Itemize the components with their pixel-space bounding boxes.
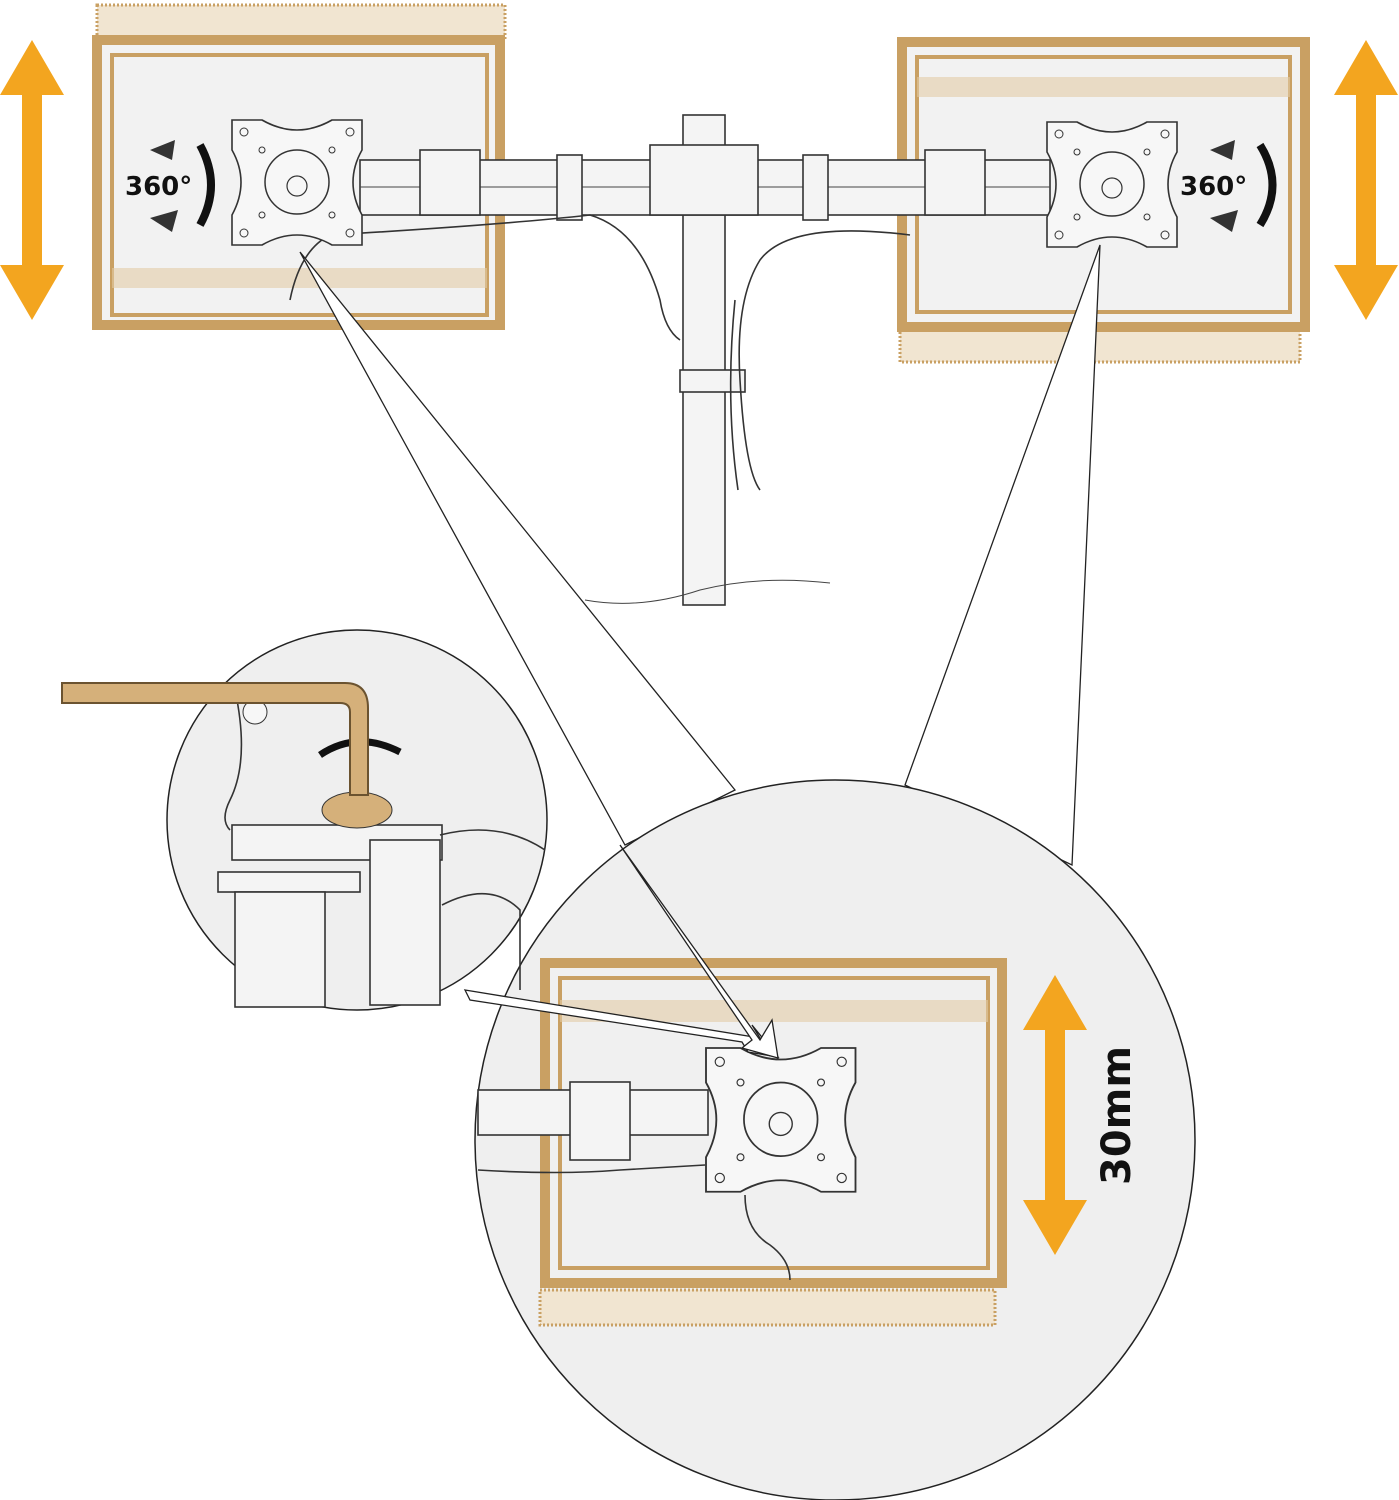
right-rotate-icon [1210, 140, 1277, 232]
right-vesa-plate [1046, 121, 1178, 248]
left-vesa-plate [231, 119, 363, 246]
mount-pole-and-arms [289, 114, 1051, 606]
height-adjust-label: 30mm [1094, 1046, 1140, 1185]
left-rotation-label: 360° [125, 172, 192, 202]
detail-circle-hex-key [166, 629, 548, 1011]
detail-circle-height-adjust [474, 779, 1196, 1500]
right-rotation-label: 360° [1180, 172, 1247, 202]
right-height-adjust-arrow-icon [1334, 40, 1398, 320]
left-height-adjust-arrow-icon [0, 40, 64, 320]
hex-key-icon [61, 682, 369, 796]
plate-pointer-arrow [619, 844, 779, 1059]
left-rotate-icon [150, 140, 215, 232]
